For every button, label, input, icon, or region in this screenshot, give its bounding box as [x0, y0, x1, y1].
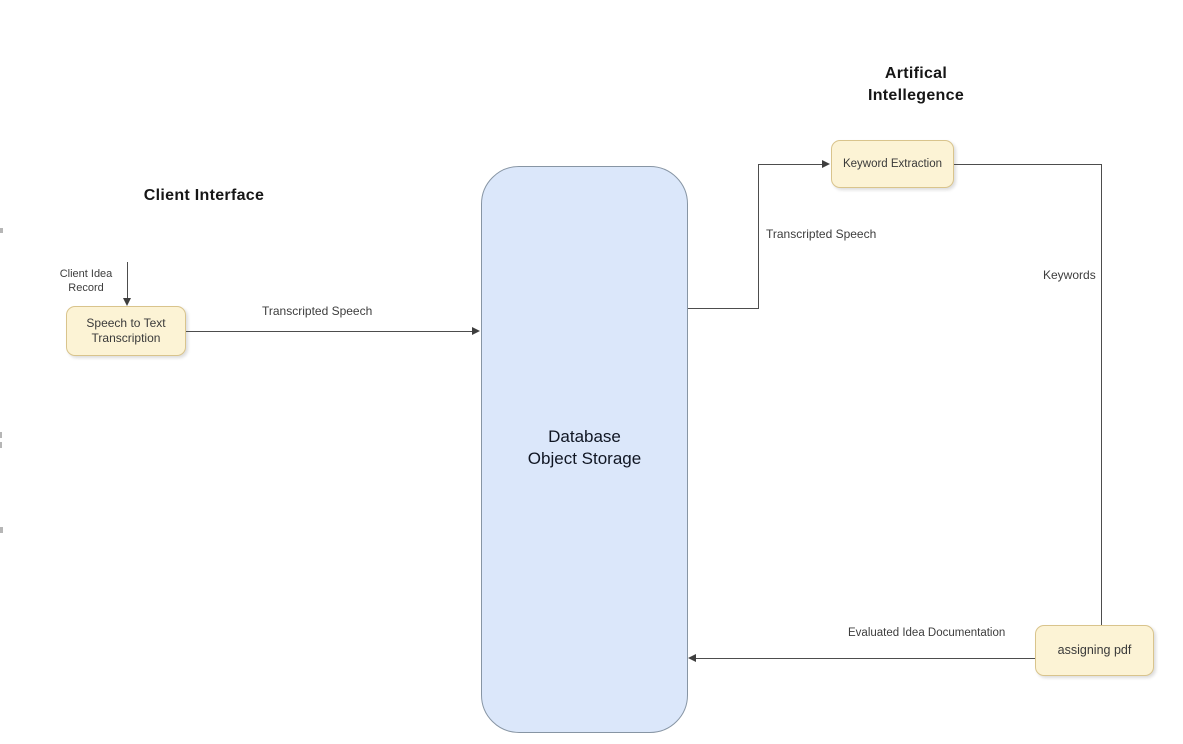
keyword-extraction-node: Keyword Extraction [831, 140, 954, 188]
edge-keyword-to-pdf-segment2 [1101, 164, 1102, 625]
edge-pdf-to-db-arrowhead [688, 654, 696, 662]
edge-label-transcripted-speech-right: Transcripted Speech [766, 227, 877, 241]
assigning-pdf-label: assigning pdf [1057, 643, 1132, 657]
database-object-storage-shape [481, 166, 688, 733]
database-object-storage-label: Database Object Storage [481, 426, 688, 470]
speech-to-text-node: Speech to Text Transcription [66, 306, 186, 356]
client-idea-label-line2: Record [68, 282, 104, 294]
edge-label-client-idea-record: Client Idea Record [52, 267, 120, 295]
left-edge-fragment-4 [0, 527, 3, 533]
heading-artificial-intelligence-line2: Intellegence [867, 87, 965, 104]
keyword-extraction-label: Keyword Extraction [842, 157, 943, 170]
heading-artificial-intelligence-line1: Artifical [884, 65, 948, 82]
speech-to-text-line2: Transcription [91, 331, 161, 345]
left-edge-fragment-3 [0, 442, 2, 448]
heading-client-interface: Client Interface [143, 187, 265, 204]
edge-db-to-keyword-arrowhead [822, 160, 830, 168]
edge-db-to-keyword-segment2 [758, 164, 759, 309]
database-label-line2: Object Storage [527, 449, 642, 468]
edge-keyword-to-pdf-segment1 [954, 164, 1102, 165]
edge-label-keywords: Keywords [1043, 268, 1096, 282]
speech-to-text-line1: Speech to Text [86, 316, 166, 330]
edge-stt-to-db-line [186, 331, 473, 332]
edge-label-transcripted-speech-left: Transcripted Speech [262, 304, 373, 318]
edge-client-idea-arrowhead [123, 298, 131, 306]
left-edge-fragment-1 [0, 228, 3, 233]
edge-pdf-to-db-line [695, 658, 1035, 659]
database-label-line1: Database [548, 427, 621, 446]
client-idea-label-line1: Client Idea [59, 268, 113, 280]
edge-client-idea-line [127, 262, 128, 298]
left-edge-fragment-2 [0, 432, 2, 438]
assigning-pdf-node: assigning pdf [1035, 625, 1154, 676]
edge-label-evaluated-idea-documentation: Evaluated Idea Documentation [848, 627, 1006, 639]
edge-db-to-keyword-segment1 [688, 308, 759, 309]
edge-stt-to-db-arrowhead [472, 327, 480, 335]
heading-artificial-intelligence: Artifical Intellegence [845, 63, 987, 107]
edge-db-to-keyword-segment3 [758, 164, 823, 165]
